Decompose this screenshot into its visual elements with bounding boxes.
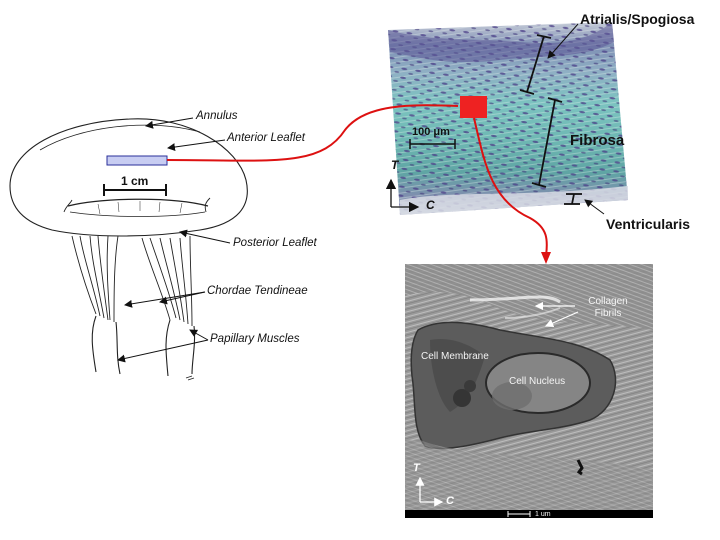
label-posterior-leaflet: Posterior Leaflet (233, 237, 317, 249)
valve-leaders (117, 117, 231, 363)
histology-axis-c: C (426, 198, 435, 212)
chordae-right (141, 235, 193, 327)
valve-scale-bar (103, 184, 167, 196)
connector-histology-to-tem (473, 117, 548, 257)
tem-axis-c: C (446, 495, 454, 507)
papillary-left (91, 315, 121, 375)
histology-leaders (547, 23, 605, 215)
layer-brackets (519, 34, 582, 205)
tem-leaders (534, 301, 579, 327)
histology-image (388, 22, 628, 215)
leaflet-free-edge (67, 198, 209, 207)
tem-scale-bar (507, 511, 531, 517)
label-histology-scale: 100 μm (412, 126, 450, 138)
label-tem-scale: 1 um (535, 511, 551, 518)
sample-region-box (106, 155, 168, 166)
tem-axes (415, 476, 444, 507)
label-valve-scale: 1 cm (121, 174, 149, 188)
annulus-outline (9, 118, 248, 237)
histology-highlight-box (460, 96, 487, 118)
tem-image (405, 264, 653, 518)
histology-axis-t: T (391, 158, 399, 172)
label-collagen-line1: Collagen (588, 296, 628, 307)
connector-arrows (166, 104, 551, 264)
chordae-left (71, 235, 119, 323)
label-collagen-fibrils: Collagen Fibrils (578, 296, 638, 320)
histology-axes (385, 178, 420, 213)
histology-scale-bar (409, 139, 456, 149)
label-ventricularis: Ventricularis (606, 216, 691, 232)
mitral-valve-drawing (9, 118, 248, 381)
label-cell-nucleus: Cell Nucleus (509, 376, 566, 387)
tem-axis-t: T (413, 462, 420, 474)
label-atrialis-spongiosa: Atrialis/Spogiosa (580, 11, 695, 27)
label-annulus: Annulus (196, 110, 238, 122)
label-anterior-leaflet: Anterior Leaflet (227, 132, 305, 144)
label-fibrosa: Fibrosa (570, 132, 625, 149)
label-cell-membrane: Cell Membrane (421, 351, 489, 362)
label-collagen-line2: Fibrils (594, 308, 622, 319)
label-chordae-tendineae: Chordae Tendineae (207, 285, 308, 297)
connector-valve-to-histology (166, 104, 459, 162)
label-papillary-muscles: Papillary Muscles (210, 333, 300, 345)
